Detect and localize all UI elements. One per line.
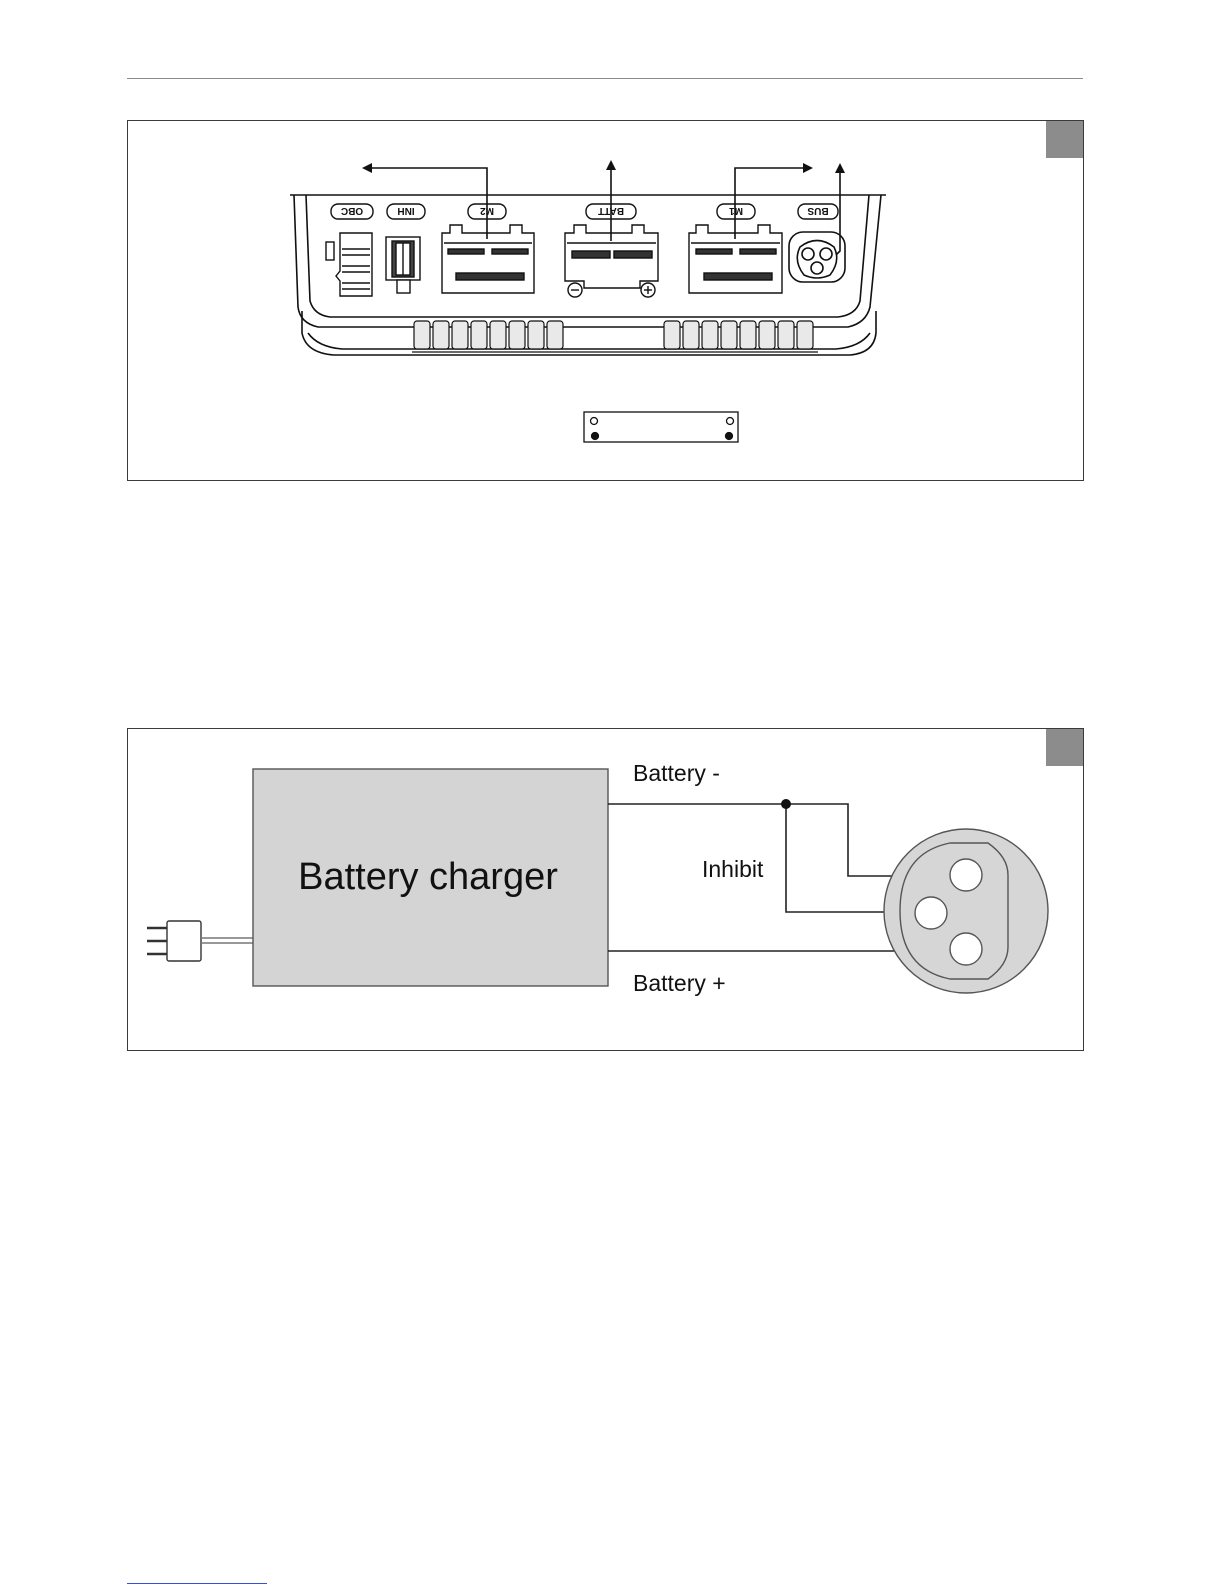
battery-charger-label: Battery charger (298, 856, 558, 898)
battery-minus-label: Battery - (633, 760, 720, 786)
housing-ribs (414, 321, 813, 349)
inhibit-label: Inhibit (702, 856, 764, 882)
mains-plug-icon (147, 921, 253, 961)
charger-wiring-figure: Battery charger Battery - Inhibit Batter… (127, 728, 1084, 1051)
charger-wiring-drawing: Battery charger Battery - Inhibit Batter… (128, 729, 1085, 1052)
bus-connector (789, 232, 845, 282)
header-rule (127, 78, 1083, 79)
m2-connector (442, 225, 534, 293)
controller-connector-figure: OBC INH M2 BATT M1 BUS (127, 120, 1084, 481)
battery-plus-label: Battery + (633, 970, 726, 996)
junction-dot (781, 799, 791, 809)
obc-connector (326, 233, 372, 296)
charging-socket (884, 829, 1048, 993)
port-label-bus: BUS (807, 205, 828, 216)
controller-panel-drawing: OBC INH M2 BATT M1 BUS (128, 121, 1085, 482)
port-label-obc: OBC (341, 205, 363, 216)
port-label-inh: INH (397, 205, 414, 216)
inh-connector (386, 237, 420, 293)
label-plate (584, 412, 738, 442)
